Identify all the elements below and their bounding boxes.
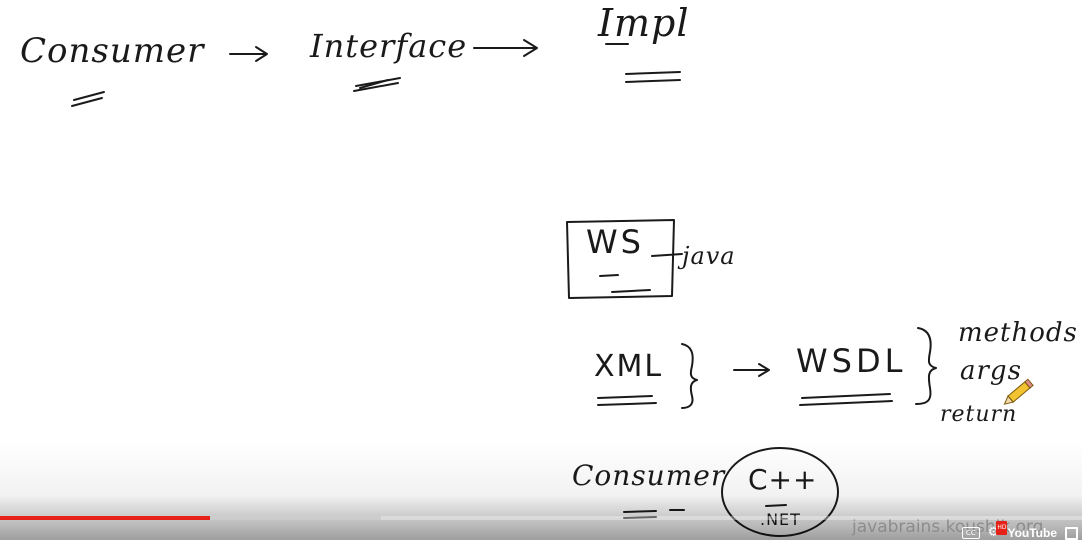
youtube-logo[interactable]: YouTube	[1007, 526, 1057, 540]
xml-label: XML	[594, 349, 664, 384]
wsdl-item-return: return	[940, 402, 1018, 427]
gear-icon[interactable]: ⚙HD	[988, 521, 1008, 540]
cc-icon[interactable]: CC	[961, 527, 980, 539]
watermark: javabrains.koushik.org	[852, 517, 1044, 537]
consumer-label: Consumer	[20, 31, 205, 71]
fullscreen-icon[interactable]	[1065, 526, 1078, 540]
net-label: .NET	[760, 510, 801, 529]
hd-badge: HD	[996, 521, 1008, 535]
progress-played	[0, 516, 210, 520]
ws-label: WS	[586, 223, 644, 261]
cpp-label: C++	[748, 463, 818, 496]
java-label: java	[682, 242, 736, 270]
wsdl-item-args: args	[960, 356, 1022, 386]
wsdl-item-methods: methods	[958, 318, 1078, 348]
player-controls-right: CC ⚙HD YouTube	[961, 521, 1078, 540]
consumer-label-bottom: Consumer	[572, 459, 726, 492]
interface-label: Interface	[310, 27, 468, 65]
progress-bar[interactable]	[0, 516, 1082, 520]
impl-label: Impl	[598, 1, 690, 45]
wsdl-label: WSDL	[796, 342, 907, 380]
